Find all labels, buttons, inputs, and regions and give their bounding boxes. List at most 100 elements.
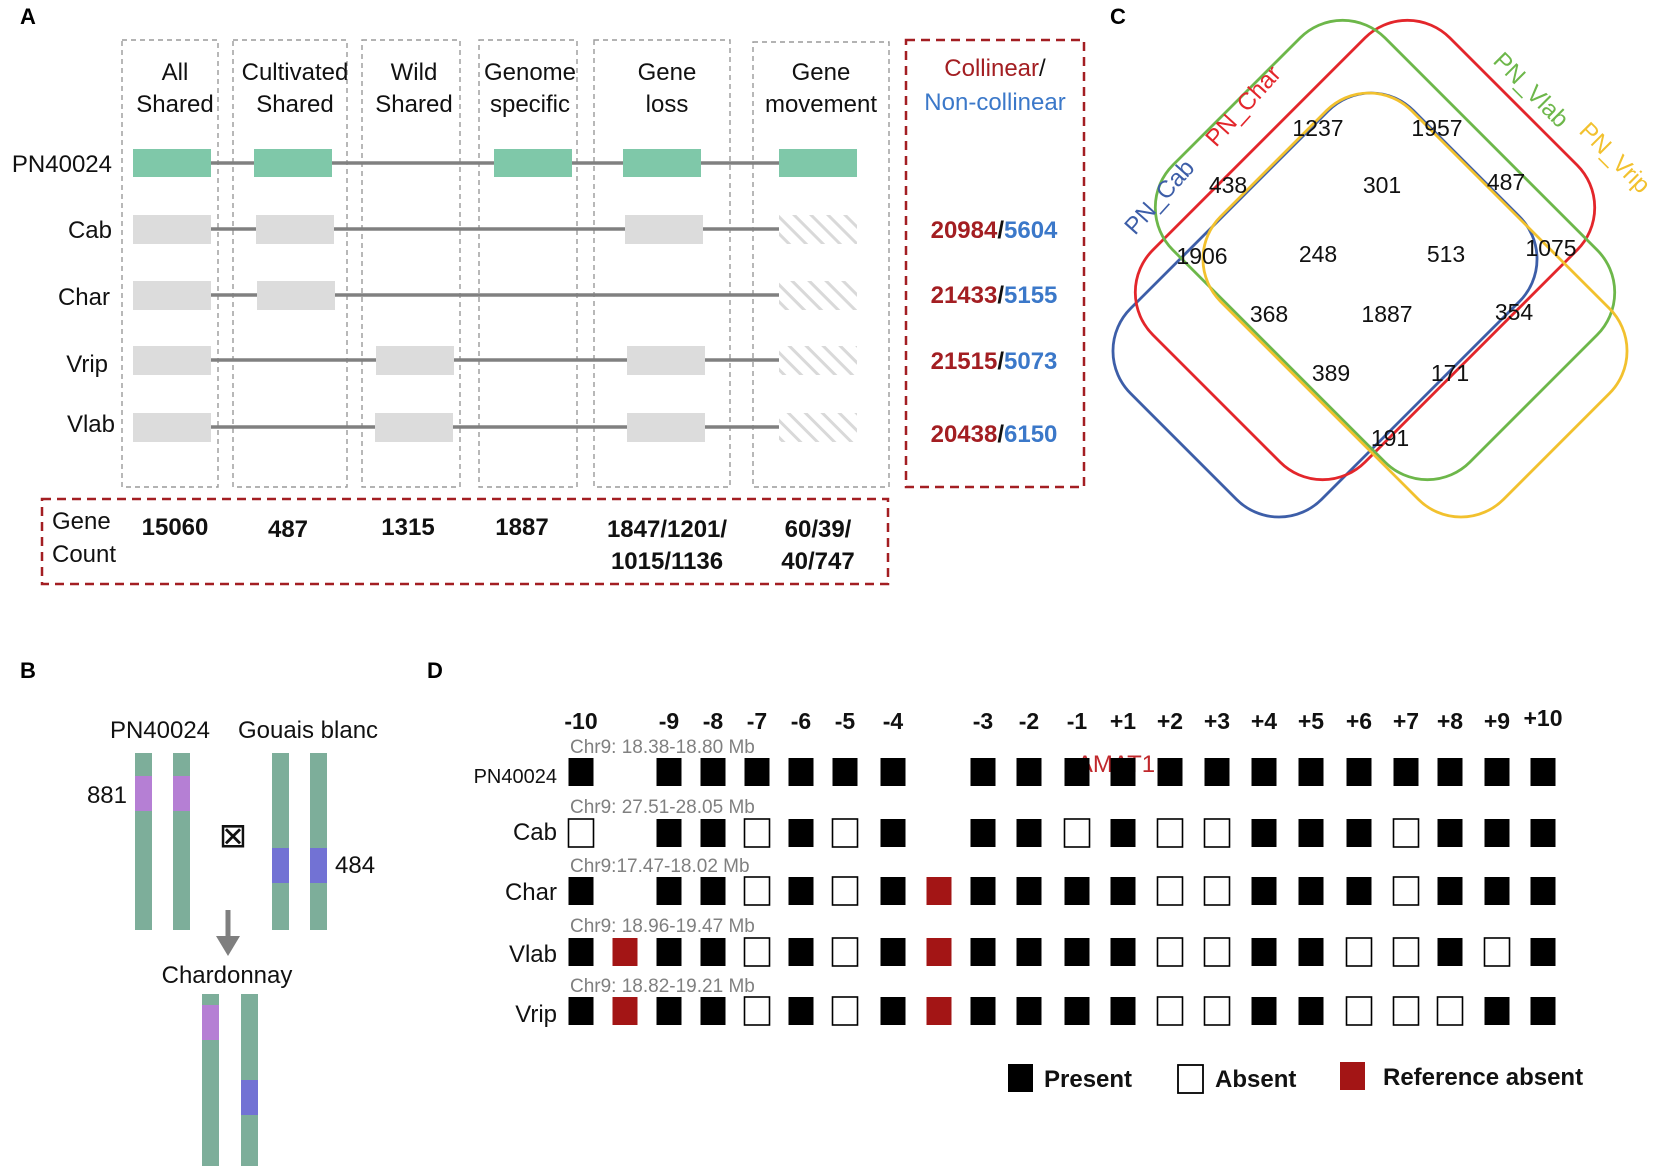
venn-value: 1237 <box>1292 115 1343 141</box>
venn-value: 487 <box>1487 169 1525 195</box>
venn-set-pn-vrip <box>1201 91 1629 519</box>
gene-present-cell <box>1110 877 1136 905</box>
collinear-ratio-vrip: 21515/5073 <box>931 348 1058 375</box>
gene-present-cell <box>788 758 814 786</box>
gene-present-cell <box>1110 758 1136 786</box>
gene-present-cell <box>1251 819 1277 847</box>
venn-label-pn-vrip: PN_Vrip <box>1574 117 1656 199</box>
category-title-line2: specific <box>490 91 570 118</box>
gene-present-cell <box>1298 938 1324 966</box>
gene-count-value: 40/747 <box>781 548 854 575</box>
gene-block <box>627 346 705 375</box>
gene-absent-cell <box>1156 818 1184 848</box>
region-label: Chr9: 27.51-28.05 Mb <box>570 797 755 818</box>
venn-set-pn-vlab <box>1153 18 1617 482</box>
gene-absent-cell <box>1063 818 1091 848</box>
chromosome-segment-pn40024 <box>173 776 190 811</box>
gene-present-cell <box>880 877 906 905</box>
gene-present-cell <box>1484 819 1510 847</box>
gene-count-label-line1: Gene <box>52 508 111 535</box>
gene-present-cell <box>700 758 726 786</box>
genome-row-label: Vrip <box>515 1001 557 1028</box>
position-label: +4 <box>1251 708 1277 734</box>
gene-present-cell <box>1016 819 1042 847</box>
chromosome <box>272 753 289 930</box>
gene-ref-absent-cell <box>612 997 638 1025</box>
arrow-head-icon <box>216 936 240 956</box>
panel-b: PN40024 Gouais blanc 881 ⊠ 484 Chardonna… <box>87 717 378 1166</box>
gene-present-cell <box>1204 758 1230 786</box>
venn-value: 368 <box>1250 301 1288 327</box>
gene-block-reference <box>779 149 857 177</box>
gene-present-cell <box>1110 997 1136 1025</box>
gene-absent-cell <box>831 996 859 1026</box>
position-label: -9 <box>659 708 679 734</box>
region-label: Chr9: 18.96-19.47 Mb <box>570 916 755 937</box>
gene-block <box>627 413 705 442</box>
position-label: +6 <box>1346 708 1372 734</box>
gene-ref-absent-cell <box>926 938 952 966</box>
chromosome-segment-gouais <box>272 848 289 883</box>
gene-present-cell <box>788 997 814 1025</box>
region-label: Chr9:17.47-18.02 Mb <box>570 856 750 877</box>
gene-present-cell <box>1530 938 1556 966</box>
gene-absent-cell <box>1392 937 1420 967</box>
venn-value: 191 <box>1371 425 1409 451</box>
category-title-line2: Shared <box>136 91 213 118</box>
position-label: -3 <box>973 708 993 734</box>
category-title-line2: loss <box>646 91 689 118</box>
venn-value: 438 <box>1209 172 1247 198</box>
category-title-line1: Gene <box>638 59 697 86</box>
category-box-gene-loss <box>593 39 731 488</box>
gene-present-cell <box>880 997 906 1025</box>
gene-present-cell <box>1530 758 1556 786</box>
gene-present-cell <box>1530 877 1556 905</box>
gene-count-value: 1887 <box>495 514 548 541</box>
gene-block <box>133 215 211 244</box>
gene-count-value: 1315 <box>381 514 434 541</box>
gene-present-cell <box>788 819 814 847</box>
legend-ref-absent-label: Reference absent <box>1383 1064 1583 1091</box>
gene-count-label-line2: Count <box>52 541 116 568</box>
gene-present-cell <box>656 819 682 847</box>
gene-present-cell <box>1251 877 1277 905</box>
gene-present-cell <box>880 758 906 786</box>
gene-present-cell <box>1064 938 1090 966</box>
segment-count-gouais: 484 <box>335 852 375 879</box>
venn-value: 1075 <box>1525 235 1576 261</box>
position-label: +10 <box>1523 705 1562 731</box>
gene-absent-cell <box>831 818 859 848</box>
gene-present-cell <box>788 877 814 905</box>
position-label: -4 <box>883 708 904 734</box>
gene-absent-cell <box>1345 937 1373 967</box>
moved-gene-block <box>779 346 857 375</box>
parent2-label: Gouais blanc <box>238 717 378 744</box>
genome-label-vrip: Vrip <box>66 351 108 378</box>
category-title-line2: Shared <box>256 91 333 118</box>
venn-value: 171 <box>1431 360 1469 386</box>
moved-gene-block <box>779 215 857 244</box>
venn-value: 354 <box>1495 299 1534 325</box>
gene-present-cell <box>656 938 682 966</box>
gene-present-cell <box>568 938 594 966</box>
gene-present-cell <box>880 938 906 966</box>
gene-present-cell <box>700 877 726 905</box>
category-title-line1: All <box>162 59 189 86</box>
gene-present-cell <box>1298 819 1324 847</box>
panel-label-b: B <box>20 658 36 683</box>
gene-present-cell <box>1016 997 1042 1025</box>
chromosome <box>310 753 327 930</box>
gene-present-cell <box>1530 997 1556 1025</box>
chromosome-segment-pn40024 <box>202 1005 219 1040</box>
gene-present-cell <box>700 938 726 966</box>
chromosome-segment-pn40024 <box>135 776 152 811</box>
gene-present-cell <box>970 877 996 905</box>
panel-d: -10-9-8-7-6-5-4-3-2-1+1+2+3+4+5+6+7+8+9+… <box>474 705 1583 1094</box>
gene-absent-cell <box>1392 996 1420 1026</box>
position-label: -2 <box>1019 708 1039 734</box>
category-box-gene-movement <box>752 41 890 488</box>
position-label: -8 <box>703 708 724 734</box>
position-label: -6 <box>791 708 811 734</box>
segment-count-pn40024: 881 <box>87 782 127 809</box>
region-label: Chr9: 18.82-19.21 Mb <box>570 976 755 997</box>
